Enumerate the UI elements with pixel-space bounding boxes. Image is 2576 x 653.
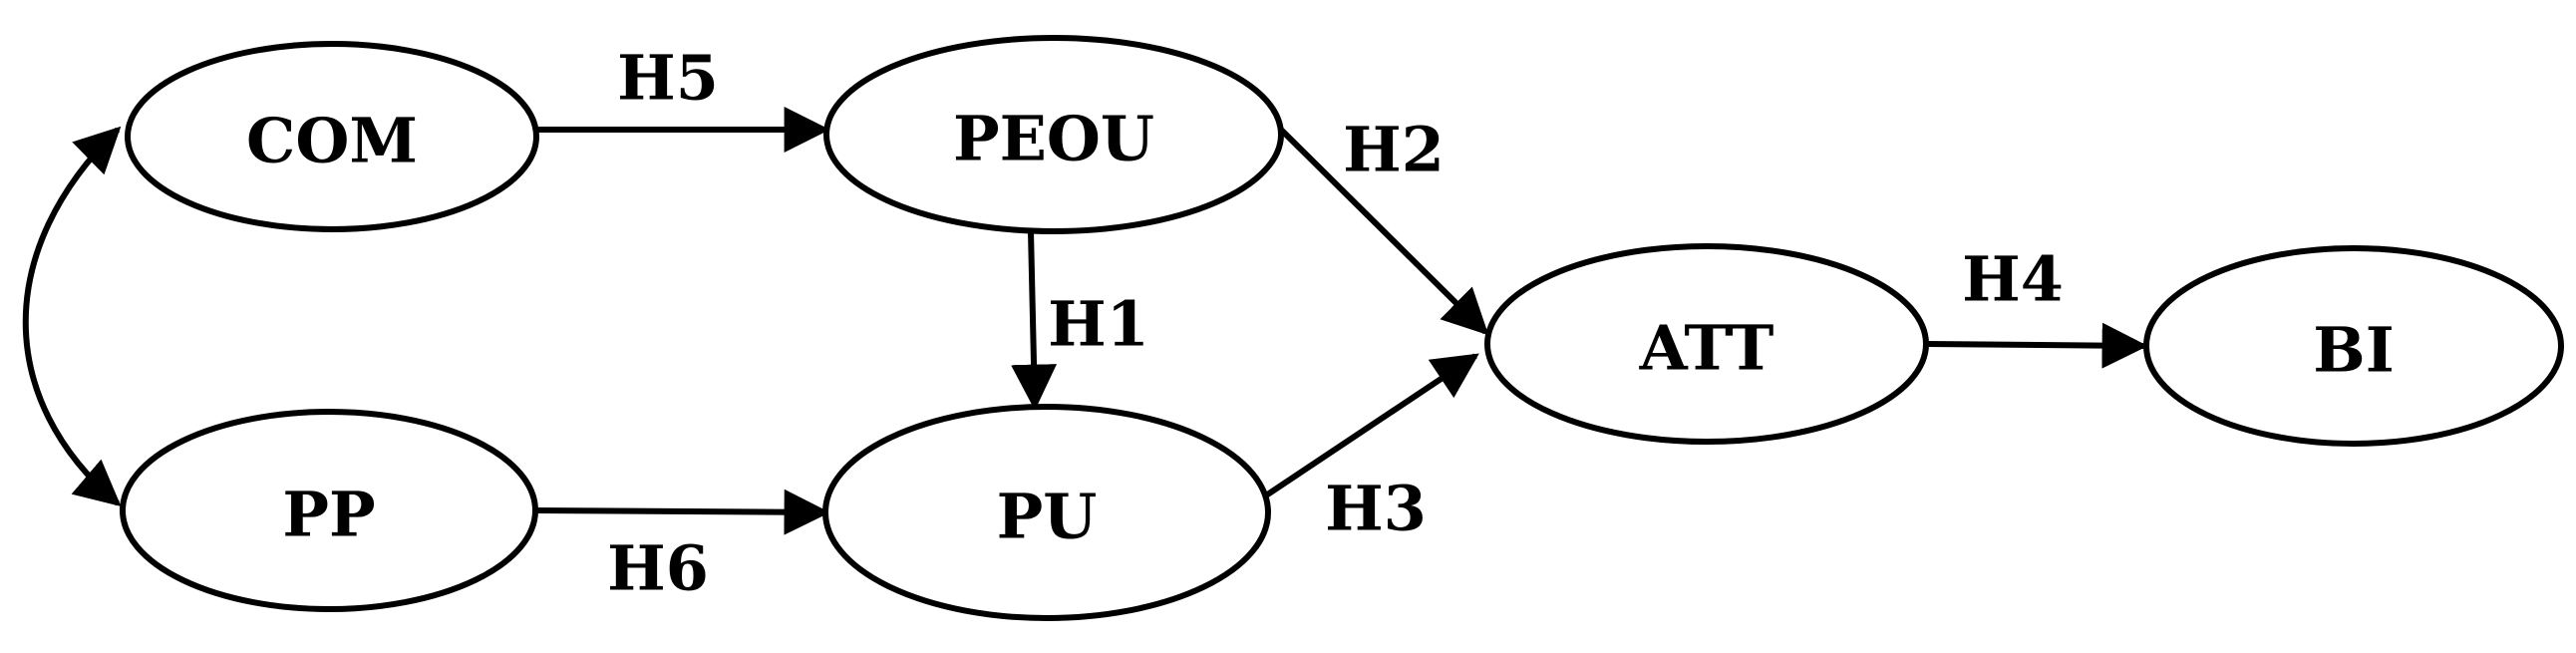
- node-att-label: ATT: [1639, 312, 1774, 385]
- node-pp: PP: [120, 409, 538, 612]
- node-att: ATT: [1484, 243, 1929, 445]
- edge-labels: H5 H2 H1 H4 H3 H6: [607, 42, 2064, 605]
- node-com-shape: [125, 41, 539, 232]
- node-bi-shape: [2143, 245, 2564, 447]
- h4-label: H4: [1962, 243, 2064, 316]
- node-peou-shape: [823, 35, 1284, 234]
- h2-arrow: [1278, 127, 1489, 336]
- h3-label: H3: [1325, 473, 1427, 545]
- node-pu-label: PU: [997, 481, 1098, 553]
- node-pp-label: PP: [282, 479, 375, 551]
- node-peou-label: PEOU: [953, 103, 1154, 175]
- com-pp-correlation-arrow: [22, 126, 122, 506]
- node-peou: PEOU: [823, 35, 1284, 234]
- node-com: COM: [125, 41, 539, 232]
- h1-arrow: [1011, 230, 1058, 411]
- node-pp-shape: [120, 409, 538, 612]
- h4-arrow: [1926, 322, 2148, 369]
- h1-label: H1: [1048, 288, 1149, 361]
- node-pu-shape: [822, 404, 1271, 621]
- node-com-label: COM: [246, 105, 418, 177]
- node-bi-label: BI: [2313, 314, 2394, 387]
- h3-arrow: [1252, 353, 1479, 506]
- h5-label: H5: [617, 42, 719, 115]
- edges: [22, 107, 2148, 535]
- nodes: COM PEOU ATT BI PP PU: [120, 35, 2564, 621]
- node-bi: BI: [2143, 245, 2564, 447]
- h2-label: H2: [1343, 114, 1445, 186]
- h6-arrow: [534, 489, 830, 535]
- h6-label: H6: [607, 532, 709, 605]
- node-att-shape: [1484, 243, 1929, 445]
- node-pu: PU: [822, 404, 1271, 621]
